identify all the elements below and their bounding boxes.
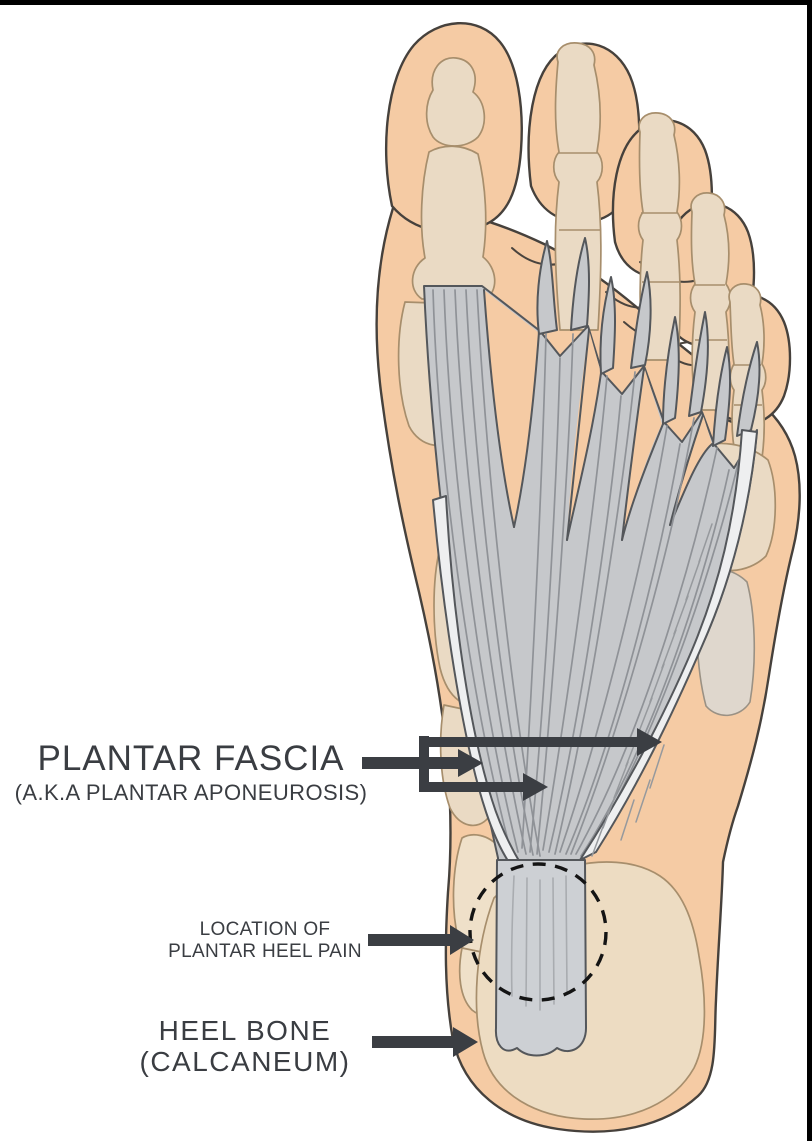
fascia-gap-edges <box>483 289 713 541</box>
arrow-to-lateral-band <box>419 728 662 756</box>
big-toe-proximal-phalanx <box>411 145 496 300</box>
heel-bone-label: HEEL BONE (CALCANEUM) <box>118 1015 372 1077</box>
pain-location-dashed-circle <box>468 862 608 1002</box>
big-toe-distal-phalanx <box>425 57 486 147</box>
heel-bone-line2: (CALCANEUM) <box>139 1046 351 1077</box>
arrow-heel-pain <box>368 925 474 955</box>
fascia-slips <box>536 237 761 447</box>
plantar-fascia-subtitle: (A.K.A PLANTAR APONEUROSIS) <box>14 780 368 805</box>
plantar-fascia-title: PLANTAR FASCIA <box>37 739 345 778</box>
heel-pain-label: LOCATION OF PLANTAR HEEL PAIN <box>152 919 378 963</box>
plantar-fascia-label: PLANTAR FASCIA (A.K.A PLANTAR APONEUROSI… <box>12 740 370 806</box>
heel-pain-line1: LOCATION OF <box>199 919 331 940</box>
stem-fibers <box>510 875 568 1011</box>
heel-pain-line2: PLANTAR HEEL PAIN <box>168 941 362 962</box>
heel-bone-line1: HEEL BONE <box>158 1015 332 1046</box>
fascia-heel-attachment <box>494 859 587 1057</box>
second-toe-phalanges <box>552 42 604 331</box>
annotation-arrows <box>362 728 662 1057</box>
lateral-band-hatching <box>591 523 713 857</box>
top-border-bar <box>0 0 812 5</box>
arrow-bracket-bar <box>419 736 429 792</box>
arrow-heel-bone <box>372 1027 478 1057</box>
right-border-bar <box>807 0 812 1141</box>
arrow-to-central-band <box>419 773 548 801</box>
